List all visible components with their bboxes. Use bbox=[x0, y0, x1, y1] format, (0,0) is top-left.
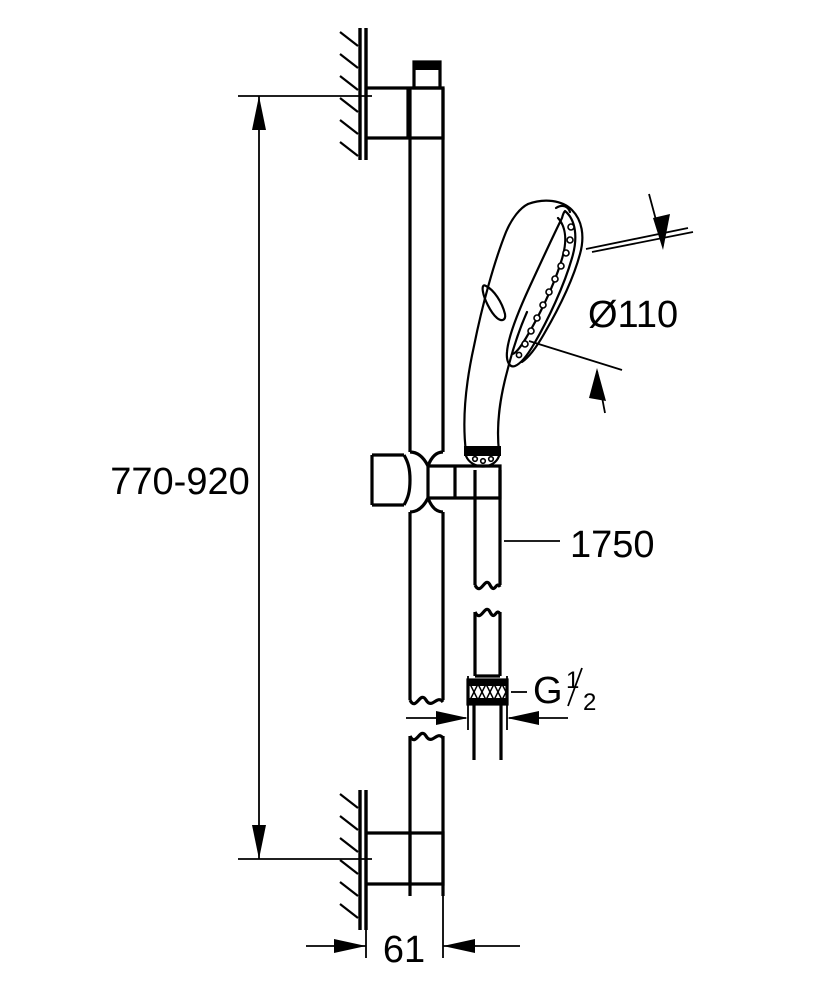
lower-wall-section bbox=[339, 790, 368, 930]
lower-wall-bracket bbox=[366, 831, 445, 886]
dimension-hose-thread: G 1 2 bbox=[511, 667, 596, 716]
upper-wall-bracket bbox=[366, 60, 445, 140]
wall-hatching-lower bbox=[339, 793, 359, 919]
wall-hatching-upper bbox=[339, 31, 359, 157]
shower-hose bbox=[466, 470, 509, 760]
spray-nozzles bbox=[515, 223, 575, 359]
upper-wall-section bbox=[339, 28, 368, 160]
hand-shower bbox=[463, 199, 584, 468]
dimension-label-rail-height: 770-920 bbox=[110, 461, 249, 503]
dimension-label-thread-g: G bbox=[533, 670, 563, 712]
knurled-hose-nut bbox=[466, 678, 509, 706]
dimension-label-wall-projection: 61 bbox=[383, 929, 425, 971]
dimension-label-thread-denominator: 2 bbox=[583, 689, 596, 716]
dimension-hose-length: 1750 bbox=[504, 524, 655, 566]
slide-bar-lower bbox=[408, 736, 445, 896]
dimension-spray-diameter: Ø110 bbox=[528, 193, 694, 414]
dimension-label-thread-numerator: 1 bbox=[566, 667, 579, 694]
spray-mode-button bbox=[481, 284, 507, 322]
handle-base-nozzle-dots bbox=[471, 455, 495, 465]
dimension-label-hose-length: 1750 bbox=[570, 524, 655, 566]
dimension-thread-width-arrows bbox=[406, 676, 568, 730]
dimension-rail-height: 770-920 bbox=[110, 95, 372, 860]
slide-bar-upper bbox=[408, 88, 445, 452]
rail-break-symbol bbox=[408, 695, 445, 742]
slide-bar-middle bbox=[408, 512, 445, 700]
dimension-label-spray-diameter: Ø110 bbox=[588, 294, 678, 336]
dimension-wall-projection: 61 bbox=[306, 890, 520, 971]
